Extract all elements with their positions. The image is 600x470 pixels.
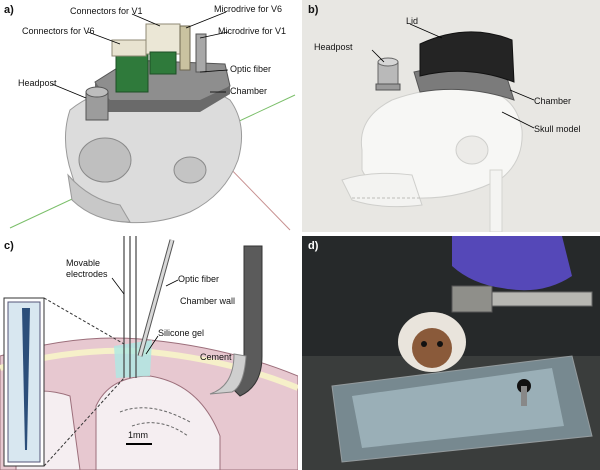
cement-label: Cement (200, 352, 232, 362)
movable-label: Movable (66, 258, 101, 268)
panel-a-cad-model: a) Connectors for V1 Connectors for V6 M… (0, 0, 298, 232)
microdrive-v6-label: Microdrive for V6 (214, 4, 283, 14)
panel-c-illustration (0, 236, 298, 470)
panel-a-illustration (9, 11, 296, 231)
chamber-wall-label: Chamber wall (180, 296, 236, 306)
chamber-label-b: Chamber (534, 96, 572, 106)
panel-d-photo: d) (302, 236, 600, 470)
panel-b-photo: b) Lid Headpost Chamber Skull model (302, 0, 600, 232)
chamber-label: Chamber (230, 86, 268, 96)
panel-d-illustration (302, 236, 600, 470)
connectors-v1-label: Connectors for V1 (70, 6, 143, 16)
panel-b-label: b) (308, 4, 319, 16)
connectors-v6-label: Connectors for V6 (22, 26, 95, 36)
scale-bar-label: 1mm (128, 430, 148, 440)
panel-c-diagram: c) Movable electrodes Optic fiber Chambe… (0, 236, 298, 470)
silicone-gel-label: Silicone gel (158, 328, 205, 338)
electrodes-label: electrodes (66, 269, 108, 279)
panel-d-label: d) (308, 240, 319, 252)
panel-b-illustration (302, 0, 600, 232)
lid-label: Lid (406, 16, 419, 26)
headpost-label-b: Headpost (314, 42, 353, 52)
optic-fiber-label: Optic fiber (230, 64, 272, 74)
microdrive-v1-label: Microdrive for V1 (218, 26, 287, 36)
optic-fiber-label-c: Optic fiber (178, 274, 220, 284)
skull-model-label: Skull model (534, 124, 581, 134)
headpost-label: Headpost (18, 78, 57, 88)
panel-a-label: a) (4, 4, 14, 16)
panel-c-label: c) (4, 240, 14, 252)
